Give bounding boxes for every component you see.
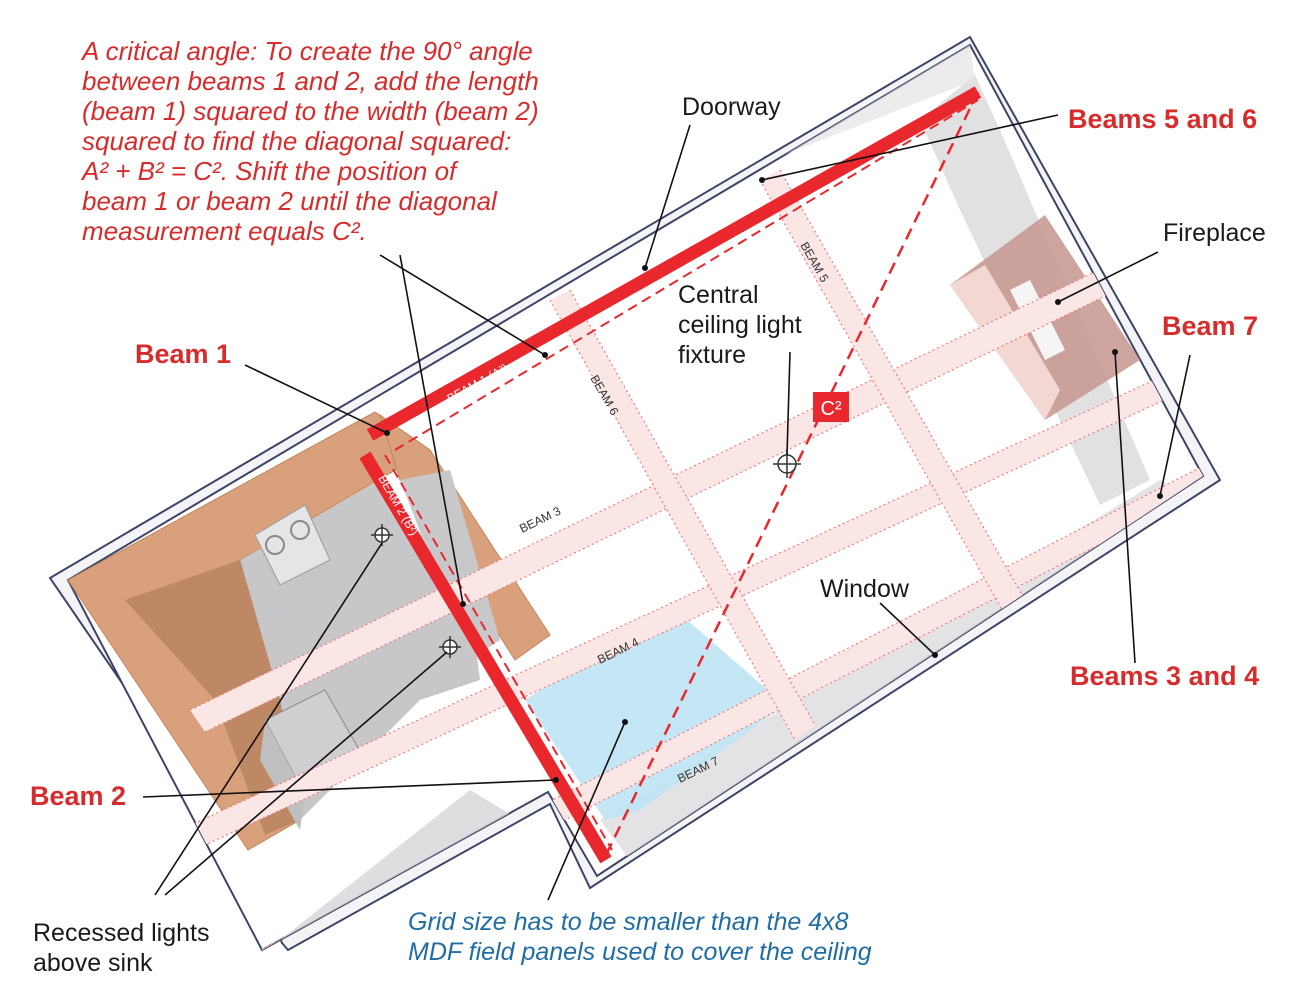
beam-2-offset <box>384 454 613 851</box>
beam-1-callout: Beam 1 <box>135 339 232 369</box>
stove-burner <box>265 535 285 555</box>
beams-3-4-callout: Beams 3 and 4 <box>1070 661 1260 691</box>
beam-1-offset <box>394 99 979 451</box>
leader-dots <box>384 177 1163 783</box>
central-light-label: Central ceiling light fixture <box>678 281 802 369</box>
beam-1 <box>366 86 982 441</box>
beam-2 <box>359 451 612 864</box>
recessed-light-icon <box>439 636 461 658</box>
diagonal-tag-text: C² <box>820 398 841 420</box>
stove-burner <box>290 520 310 540</box>
diagonal-c <box>604 91 980 856</box>
grid-size-note: Grid size has to be smaller than the 4x8… <box>408 908 872 966</box>
diagonal-tag: C² <box>813 392 849 422</box>
recessed-light-icon <box>371 524 393 546</box>
beam-4-band <box>179 374 1176 853</box>
main-beams <box>359 86 982 864</box>
recessed-lights-label: Recessed lights above sink <box>33 919 210 977</box>
critical-angle-note: A critical angle: To create the 90° angl… <box>82 36 539 246</box>
beams-5-6-callout: Beams 5 and 6 <box>1068 104 1258 134</box>
fireplace-label: Fireplace <box>1163 219 1266 247</box>
window-label: Window <box>820 575 909 603</box>
doorway-label: Doorway <box>682 93 781 121</box>
cabinet-bottom-shadow <box>125 560 300 835</box>
beam-5-band <box>759 169 1026 616</box>
beam-7-callout: Beam 7 <box>1162 311 1259 341</box>
stove <box>254 504 331 586</box>
beam-2-callout: Beam 2 <box>30 781 127 811</box>
beam-6-band <box>549 289 816 741</box>
leader-lines <box>142 114 1191 901</box>
